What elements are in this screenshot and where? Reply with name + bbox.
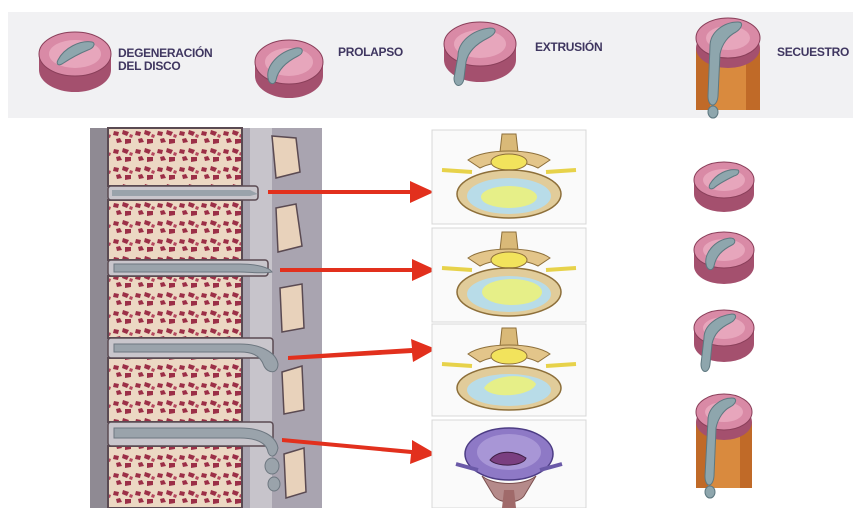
stage-label-prolapse: PROLAPSO xyxy=(338,46,403,59)
side-disc-prolapse xyxy=(692,226,756,292)
side-disc-sequestration xyxy=(688,388,758,504)
arrow-4-red xyxy=(282,432,442,466)
disc-prolapse-illustration xyxy=(252,34,326,102)
axial-panel-1-illustration xyxy=(432,130,586,224)
stage-label-extrusion: EXTRUSIÓN xyxy=(535,41,602,54)
side-disc-degeneration xyxy=(692,156,756,216)
axial-panel-2-illustration xyxy=(432,228,586,322)
stage-label-degeneration: DEGENERACIÓN DEL DISCO xyxy=(118,47,212,73)
disc-degeneration-illustration xyxy=(36,26,114,96)
disc-extrusion-illustration xyxy=(436,16,520,100)
stage-label-sequestration: SECUESTRO xyxy=(777,46,849,59)
arrow-2-red xyxy=(280,256,440,284)
arrow-3-red xyxy=(288,338,440,366)
axial-panel-3-illustration xyxy=(432,324,586,416)
axial-panel-4-illustration xyxy=(432,420,586,508)
side-disc-extrusion xyxy=(690,304,756,384)
arrow-1-red xyxy=(268,178,438,206)
disc-sequestration-illustration xyxy=(686,12,770,122)
